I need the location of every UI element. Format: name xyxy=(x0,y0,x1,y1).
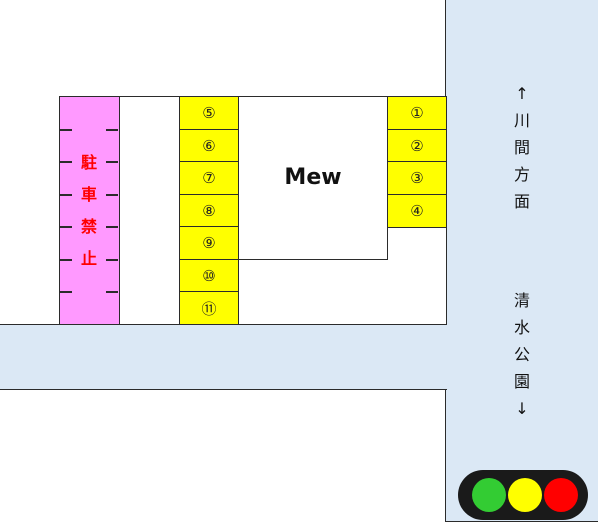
no-parking-char: 車 xyxy=(80,185,97,204)
zone-tick xyxy=(60,129,72,131)
main-road xyxy=(445,0,598,522)
parking-spot-9[interactable]: ⑨ xyxy=(179,226,239,260)
direction-north-char: 面 xyxy=(513,192,530,211)
red-light-icon xyxy=(544,478,578,512)
no-parking-char: 禁 xyxy=(80,217,97,236)
direction-north-label: ↑ 川 間 方 面 xyxy=(508,80,536,215)
parking-spot-2[interactable]: ② xyxy=(387,128,447,163)
side-road xyxy=(0,324,447,390)
direction-north-char: 間 xyxy=(513,138,530,157)
parking-spot-10[interactable]: ⑩ xyxy=(179,258,239,293)
direction-south-char: 園 xyxy=(513,372,530,391)
zone-tick xyxy=(106,194,118,196)
traffic-signal-icon xyxy=(458,470,588,520)
zone-tick xyxy=(60,161,72,163)
no-parking-zone xyxy=(60,97,120,324)
zone-tick xyxy=(60,226,72,228)
green-light-icon xyxy=(472,478,506,512)
direction-south-char: 水 xyxy=(513,318,530,337)
building-label: Mew xyxy=(284,165,342,190)
zone-tick xyxy=(106,226,118,228)
road-junction xyxy=(444,325,448,389)
no-parking-char: 駐 xyxy=(80,153,97,172)
no-parking-char: 止 xyxy=(80,249,97,268)
direction-south-label: 清 水 公 園 ↓ xyxy=(508,287,536,422)
direction-north-char: ↑ xyxy=(515,84,529,103)
direction-south-char: 清 xyxy=(513,291,530,310)
zone-tick xyxy=(106,129,118,131)
parking-spot-7[interactable]: ⑦ xyxy=(179,161,239,195)
building-mew: Mew xyxy=(238,96,388,260)
zone-tick xyxy=(106,259,118,261)
zone-tick xyxy=(60,259,72,261)
direction-north-char: 方 xyxy=(513,165,530,184)
direction-south-char: 公 xyxy=(513,345,530,364)
parking-spot-8[interactable]: ⑧ xyxy=(179,193,239,228)
zone-tick xyxy=(106,291,118,293)
zone-tick xyxy=(60,291,72,293)
no-parking-label: 駐 車 禁 止 xyxy=(60,147,118,275)
parking-spot-11[interactable]: ⑪ xyxy=(179,291,239,325)
parking-spot-3[interactable]: ③ xyxy=(387,161,447,195)
parking-spot-6[interactable]: ⑥ xyxy=(179,128,239,163)
yellow-light-icon xyxy=(508,478,542,512)
zone-tick xyxy=(60,194,72,196)
parking-spot-5[interactable]: ⑤ xyxy=(179,96,239,130)
parking-spot-4[interactable]: ④ xyxy=(387,193,447,228)
zone-tick xyxy=(106,161,118,163)
direction-north-char: 川 xyxy=(513,111,530,130)
parking-spot-1[interactable]: ① xyxy=(387,96,447,130)
direction-south-char: ↓ xyxy=(515,399,529,418)
